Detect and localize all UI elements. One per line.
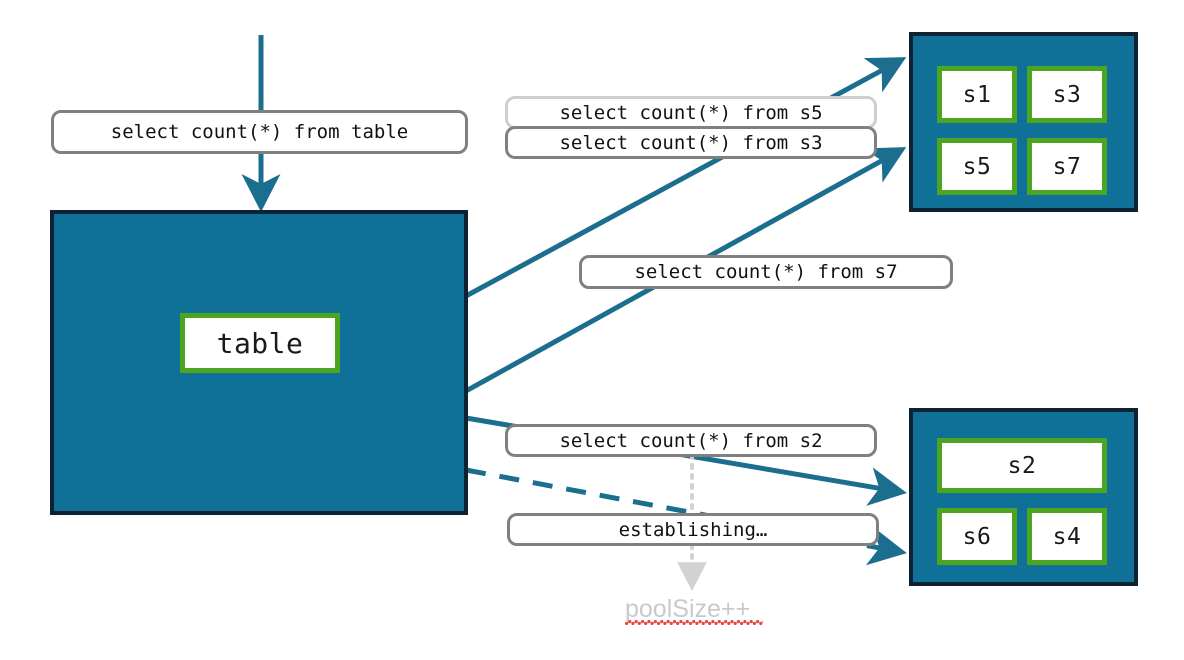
pool-bottom-node-s2[interactable]: s2	[937, 438, 1107, 493]
query-pill-entry[interactable]: select count(*) from table	[51, 110, 468, 154]
node-table-label: table	[216, 326, 304, 360]
poolsize-note: poolSize++	[625, 595, 750, 624]
pool-top-node-s3-label: s3	[1052, 81, 1082, 108]
pool-top-node-s7[interactable]: s7	[1027, 138, 1107, 195]
query-pill-s7-label: select count(*) from s7	[634, 261, 898, 283]
pool-top-node-s5[interactable]: s5	[937, 138, 1017, 195]
query-pill-s7[interactable]: select count(*) from s7	[579, 255, 953, 289]
pool-bottom-node-s6[interactable]: s6	[937, 508, 1017, 565]
query-pill-s3[interactable]: select count(*) from s3	[505, 126, 877, 159]
pool-top-node-s1[interactable]: s1	[937, 66, 1017, 123]
query-pill-s5-label: select count(*) from s5	[559, 101, 823, 124]
spellcheck-squiggle-icon	[625, 620, 763, 625]
query-pill-s2-label: select count(*) from s2	[559, 429, 823, 452]
pool-top-node-s3[interactable]: s3	[1027, 66, 1107, 123]
query-pill-s3-label: select count(*) from s3	[559, 131, 823, 154]
pool-bottom-node-s6-label: s6	[962, 523, 992, 550]
poolsize-note-label: poolSize++	[625, 595, 751, 623]
pool-top-node-s5-label: s5	[962, 153, 992, 180]
pool-bottom-node-s4[interactable]: s4	[1027, 508, 1107, 565]
query-pill-entry-label: select count(*) from table	[110, 121, 409, 143]
pool-bottom-node-s2-label: s2	[1007, 452, 1037, 479]
query-pill-establishing-label: establishing…	[618, 518, 768, 541]
pool-bottom-node-s4-label: s4	[1052, 523, 1082, 550]
query-pill-establishing[interactable]: establishing…	[507, 513, 879, 546]
pool-top-node-s7-label: s7	[1052, 153, 1082, 180]
pool-top-node-s1-label: s1	[962, 81, 992, 108]
query-pill-s2[interactable]: select count(*) from s2	[505, 424, 877, 457]
node-table[interactable]: table	[180, 313, 340, 373]
query-pill-s5[interactable]: select count(*) from s5	[505, 96, 877, 129]
